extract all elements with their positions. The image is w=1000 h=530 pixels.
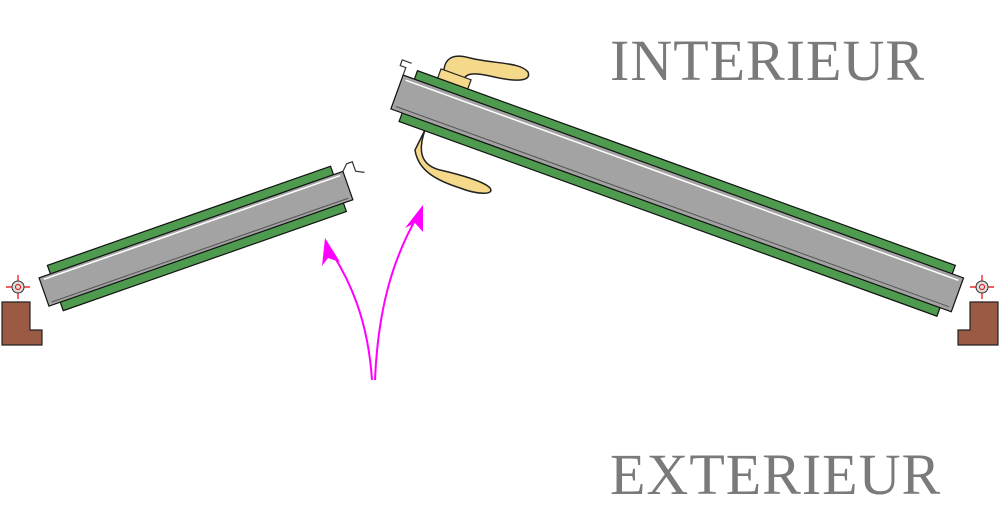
right-sash xyxy=(390,59,965,317)
right-wall-frame xyxy=(957,301,999,346)
left-hinge-icon xyxy=(5,274,31,300)
right-hinge-icon xyxy=(969,274,995,300)
left-sash xyxy=(38,161,365,312)
exterior-label: EXTERIEUR xyxy=(610,442,942,507)
interior-label: INTERIEUR xyxy=(610,28,926,93)
left-wall-frame xyxy=(1,301,43,346)
opening-direction-arrows-icon xyxy=(322,205,423,381)
